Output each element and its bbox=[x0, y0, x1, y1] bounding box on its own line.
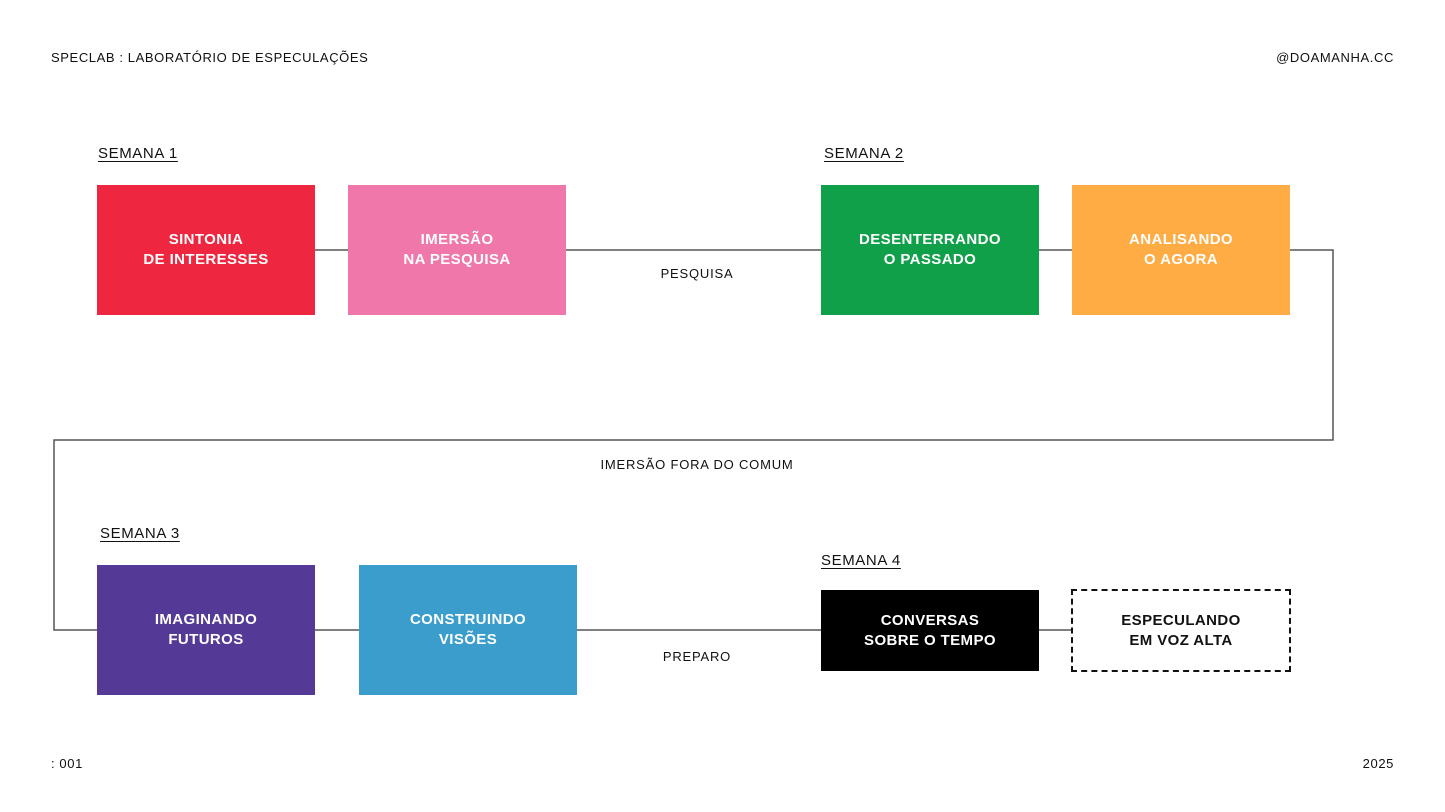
footer-year: 2025 bbox=[1362, 756, 1394, 771]
header-title: SPECLAB : LABORATÓRIO DE ESPECULAÇÕES bbox=[51, 50, 369, 65]
step-label-line-1: SINTONIA bbox=[168, 231, 244, 248]
step-label-line-1: CONVERSAS bbox=[880, 611, 980, 629]
phase-label-preparation: PREPARO bbox=[662, 649, 732, 664]
week-label-2: SEMANA 2 bbox=[824, 145, 904, 162]
header-handle: @DOAMANHA.CC bbox=[1276, 50, 1394, 65]
step-imaginando-futuros: IMAGINANDO FUTUROS bbox=[97, 565, 315, 695]
phase-label-immersion: IMERSÃO FORA DO COMUM bbox=[600, 457, 794, 472]
step-label-line-1: IMERSÃO bbox=[420, 231, 494, 248]
step-label-line-2: VISÕES bbox=[438, 631, 498, 648]
step-especulando-em-voz-alta: ESPECULANDO EM VOZ ALTA bbox=[1071, 589, 1291, 672]
step-label-line-1: CONSTRUINDO bbox=[409, 611, 527, 628]
step-construindo-visoes: CONSTRUINDO VISÕES bbox=[359, 565, 577, 695]
week-label-3: SEMANA 3 bbox=[100, 525, 180, 542]
step-label-line-2: SOBRE O TEMPO bbox=[864, 631, 996, 649]
week-label-4: SEMANA 4 bbox=[821, 552, 901, 569]
step-imersao-na-pesquisa: IMERSÃO NA PESQUISA bbox=[348, 185, 566, 315]
step-conversas-sobre-o-tempo: CONVERSAS SOBRE O TEMPO bbox=[821, 590, 1039, 671]
step-label-line-1: IMAGINANDO bbox=[154, 611, 258, 628]
step-label-line-1: DESENTERRANDO bbox=[859, 231, 1001, 248]
step-desenterrando-o-passado: DESENTERRANDO O PASSADO bbox=[821, 185, 1039, 315]
step-label-line-2: O PASSADO bbox=[883, 251, 977, 268]
connector-loop bbox=[53, 249, 1334, 631]
step-label-line-1: ESPECULANDO bbox=[1121, 611, 1241, 629]
step-label-line-2: EM VOZ ALTA bbox=[1129, 631, 1233, 649]
phase-label-research: PESQUISA bbox=[660, 266, 734, 281]
week-label-1: SEMANA 1 bbox=[98, 145, 178, 162]
step-analisando-o-agora: ANALISANDO O AGORA bbox=[1072, 185, 1290, 315]
step-label-line-2: O AGORA bbox=[1144, 251, 1218, 268]
footer-page-number: : 001 bbox=[51, 756, 83, 771]
step-label-line-2: FUTUROS bbox=[168, 631, 244, 648]
step-label-line-2: DE INTERESSES bbox=[143, 251, 269, 268]
step-label-line-2: NA PESQUISA bbox=[403, 251, 511, 268]
step-sintonia-de-interesses: SINTONIA DE INTERESSES bbox=[97, 185, 315, 315]
step-label-line-1: ANALISANDO bbox=[1129, 231, 1233, 248]
